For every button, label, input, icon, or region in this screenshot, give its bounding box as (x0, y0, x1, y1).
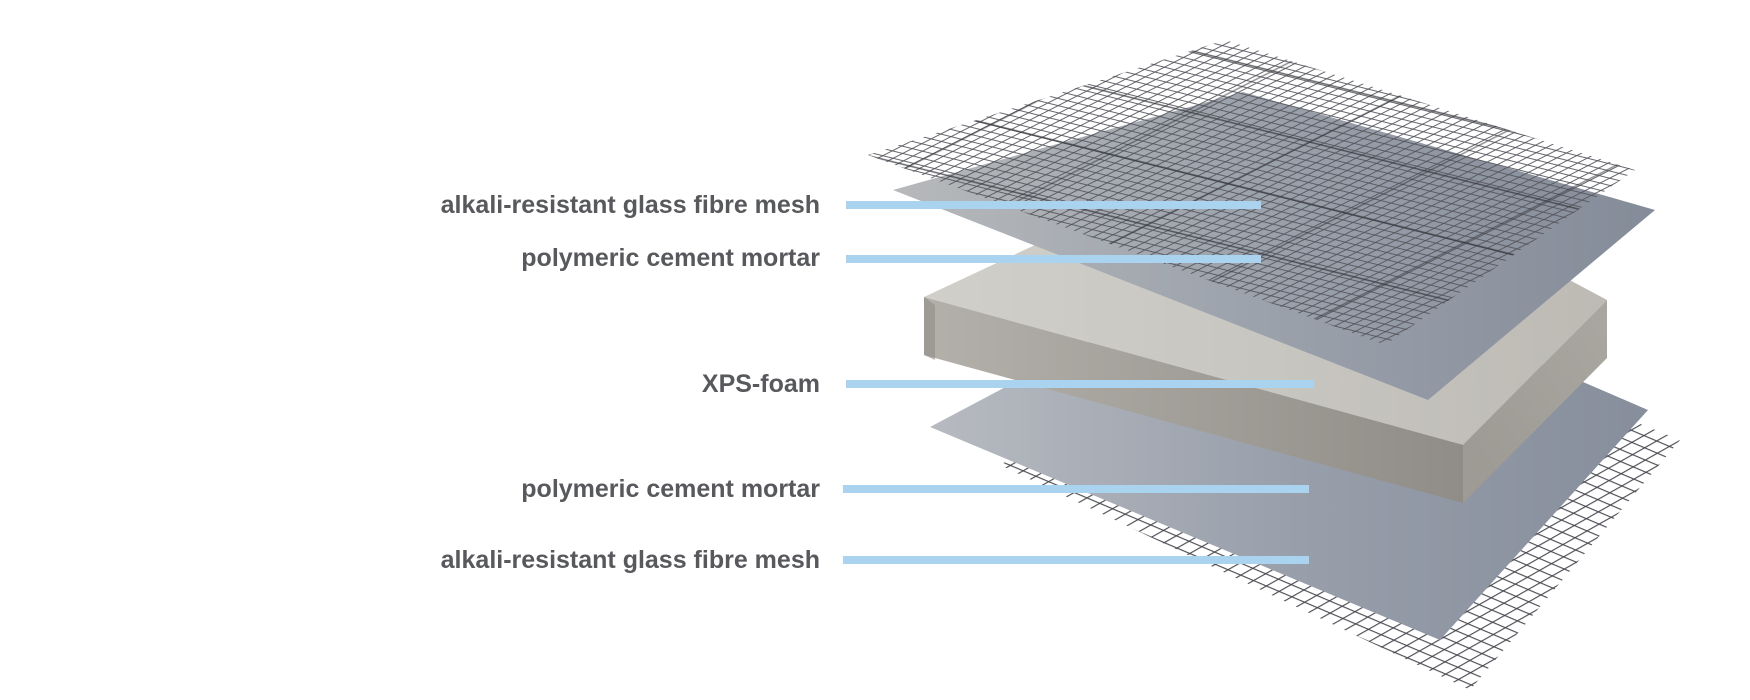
leader-line-top-mesh (846, 201, 1261, 209)
label-bottom-mortar: polymeric cement mortar (521, 475, 820, 503)
leader-line-xps-foam (846, 380, 1314, 388)
leader-line-bottom-mesh (843, 556, 1309, 564)
label-xps-foam: XPS-foam (701, 370, 820, 398)
leader-line-bottom-mortar (843, 485, 1309, 493)
top-mesh-graphic (868, 40, 1635, 345)
label-bottom-mesh: alkali-resistant glass fibre mesh (440, 546, 820, 574)
label-top-mesh: alkali-resistant glass fibre mesh (440, 191, 820, 219)
leader-line-top-mortar (846, 255, 1261, 263)
label-top-mortar: polymeric cement mortar (521, 244, 820, 272)
